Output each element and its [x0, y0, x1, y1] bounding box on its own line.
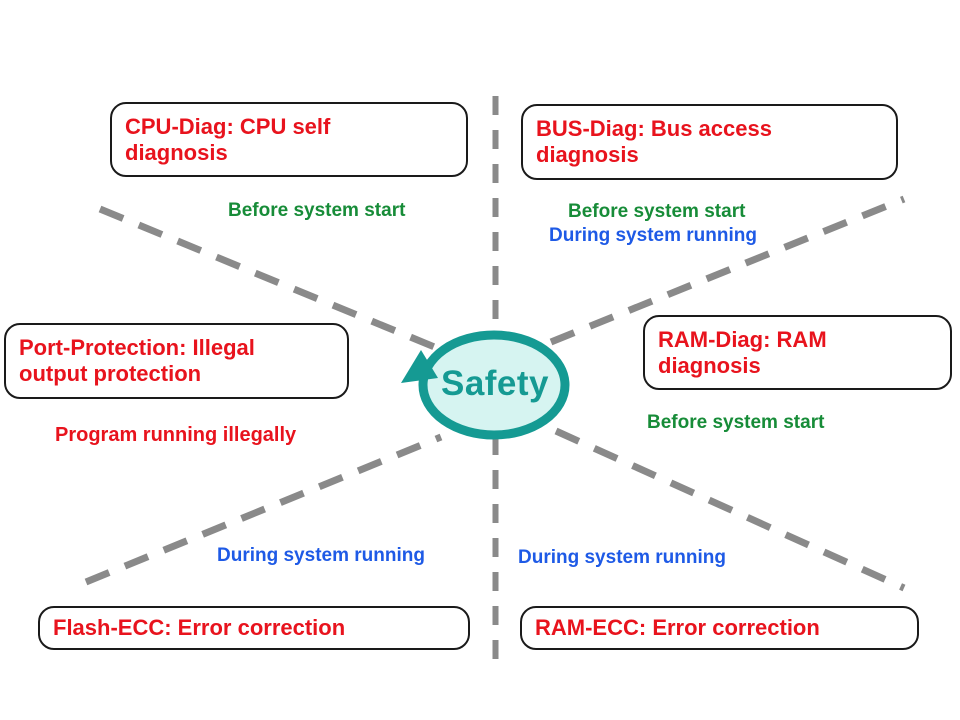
- safety-cycle-ellipse: [401, 330, 570, 440]
- label-ram-before-system-start: Before system start: [647, 412, 825, 433]
- box-cpu-diag-title: CPU-Diag: CPU self diagnosis: [125, 113, 331, 165]
- diagonal-dashed-line-bottom-right: [554, 427, 906, 592]
- safety-center-label: Safety: [440, 364, 550, 403]
- label-bus-before-system-start: Before system start: [568, 201, 746, 222]
- box-flash-ecc: Flash-ECC: Error correction: [38, 606, 470, 650]
- diagonal-dashed-line-top-left: [98, 205, 451, 357]
- box-port-protection-title: Port-Protection: Illegal output protecti…: [19, 335, 255, 386]
- box-ram-diag: RAM-Diag: RAM diagnosis: [643, 315, 952, 390]
- box-flash-ecc-title: Flash-ECC: Error correction: [53, 615, 346, 641]
- box-port-protection: Port-Protection: Illegal output protecti…: [4, 323, 349, 399]
- box-ram-ecc: RAM-ECC: Error correction: [520, 606, 919, 650]
- box-cpu-diag: CPU-Diag: CPU self diagnosis: [110, 102, 468, 177]
- box-bus-diag: BUS-Diag: Bus access diagnosis: [521, 104, 898, 180]
- label-flash-during-system-running: During system running: [217, 545, 425, 566]
- cycle-arrowhead-icon: [401, 350, 438, 383]
- box-ram-diag-title: RAM-Diag: RAM diagnosis: [658, 326, 827, 378]
- label-ramecc-during-system-running: During system running: [518, 547, 726, 568]
- label-program-running-illegally: Program running illegally: [55, 424, 297, 446]
- box-ram-ecc-title: RAM-ECC: Error correction: [535, 615, 820, 641]
- box-bus-diag-title: BUS-Diag: Bus access diagnosis: [536, 116, 772, 167]
- diagonal-dashed-line-top-right: [549, 195, 906, 346]
- safety-ellipse-ring: [418, 330, 570, 440]
- label-bus-during-system-running: During system running: [549, 225, 757, 246]
- label-cpu-before-system-start: Before system start: [228, 200, 406, 221]
- diagonal-dashed-line-bottom-left: [84, 433, 443, 586]
